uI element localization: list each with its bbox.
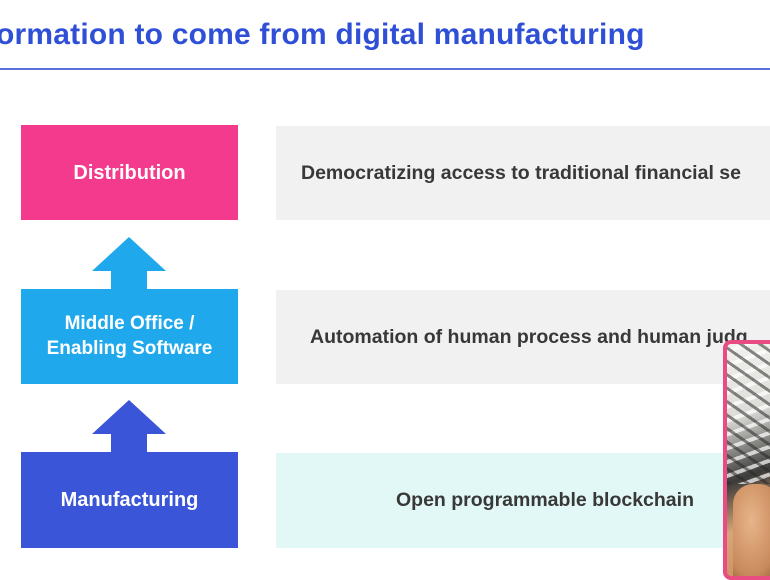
description-manufacturing-text: Open programmable blockchain xyxy=(396,489,694,511)
webcam-background xyxy=(727,344,770,484)
title-underline xyxy=(0,68,770,70)
layer-label-middle-office-line1: Middle Office / xyxy=(64,312,195,334)
layer-label-manufacturing: Manufacturing xyxy=(60,489,199,511)
webcam-presenter xyxy=(733,484,770,576)
up-arrow-icon xyxy=(92,237,166,289)
description-middle-office-text: Automation of human process and human ju… xyxy=(310,325,748,348)
description-middle-office: Automation of human process and human ju… xyxy=(276,290,770,384)
layer-label-distribution: Distribution xyxy=(73,161,186,184)
description-distribution: Democratizing access to traditional fina… xyxy=(276,126,770,220)
layer-label-middle-office-line2: Enabling Software xyxy=(46,337,213,359)
description-manufacturing: Open programmable blockchain xyxy=(276,453,770,548)
webcam-overlay xyxy=(723,340,770,580)
layer-box-distribution: Distribution xyxy=(21,125,238,220)
layer-box-middle-office: Middle Office / Enabling Software xyxy=(21,289,238,384)
description-distribution-text: Democratizing access to traditional fina… xyxy=(301,161,741,184)
up-arrow-icon xyxy=(92,400,166,452)
layer-box-manufacturing: Manufacturing xyxy=(21,452,238,548)
slide-title: ormation to come from digital manufactur… xyxy=(0,18,645,51)
